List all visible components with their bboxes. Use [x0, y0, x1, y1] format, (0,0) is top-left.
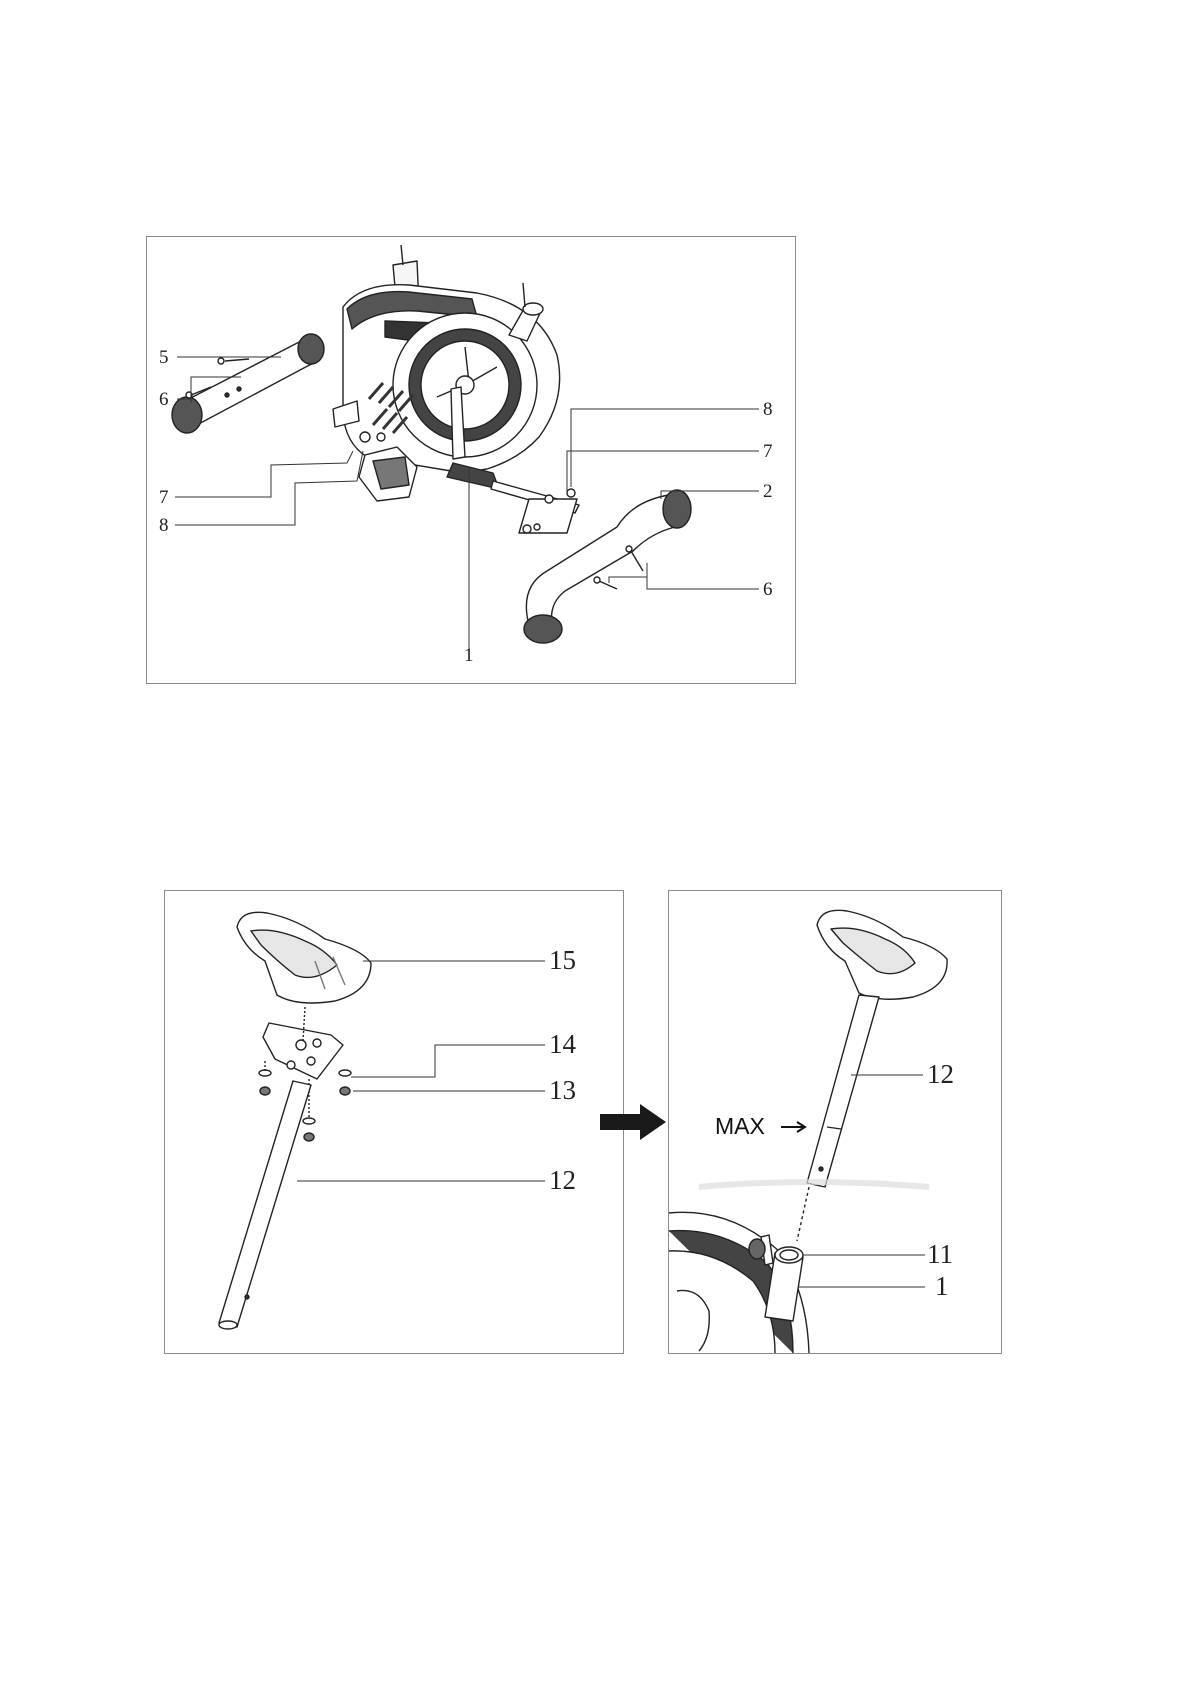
callout-8: 8	[159, 515, 169, 536]
callout-5: 5	[159, 347, 169, 368]
callout-1: 1	[464, 645, 474, 666]
callout-14: 14	[549, 1029, 577, 1059]
callout-6: 6	[159, 389, 169, 410]
callout-12-installed: 12	[927, 1059, 954, 1089]
callout-13: 13	[549, 1075, 576, 1105]
callout-8-right: 8	[763, 399, 773, 420]
figure-seat-post-installed: MAX 12 11 1	[668, 890, 1002, 1354]
base-assembly-drawing: 5 6 7 8 8 7 2 6 1	[147, 237, 795, 683]
seat-post-installed-drawing: MAX 12 11 1	[669, 891, 1001, 1353]
callout-1-frame: 1	[935, 1271, 949, 1301]
callout-6-right: 6	[763, 579, 773, 600]
callout-12: 12	[549, 1165, 576, 1195]
max-label: MAX	[715, 1113, 765, 1139]
arrow-right-icon	[600, 1102, 668, 1142]
figure-base-assembly: 5 6 7 8 8 7 2 6 1	[146, 236, 796, 684]
callout-11: 11	[927, 1239, 953, 1269]
callout-15: 15	[549, 945, 576, 975]
callout-7-right: 7	[763, 441, 773, 462]
callout-2: 2	[763, 481, 773, 502]
figure-seat-assembly: 15 14 13 12	[164, 890, 624, 1354]
seat-assembly-drawing: 15 14 13 12	[165, 891, 623, 1353]
max-arrow-icon	[781, 1122, 805, 1132]
callout-7: 7	[159, 487, 169, 508]
